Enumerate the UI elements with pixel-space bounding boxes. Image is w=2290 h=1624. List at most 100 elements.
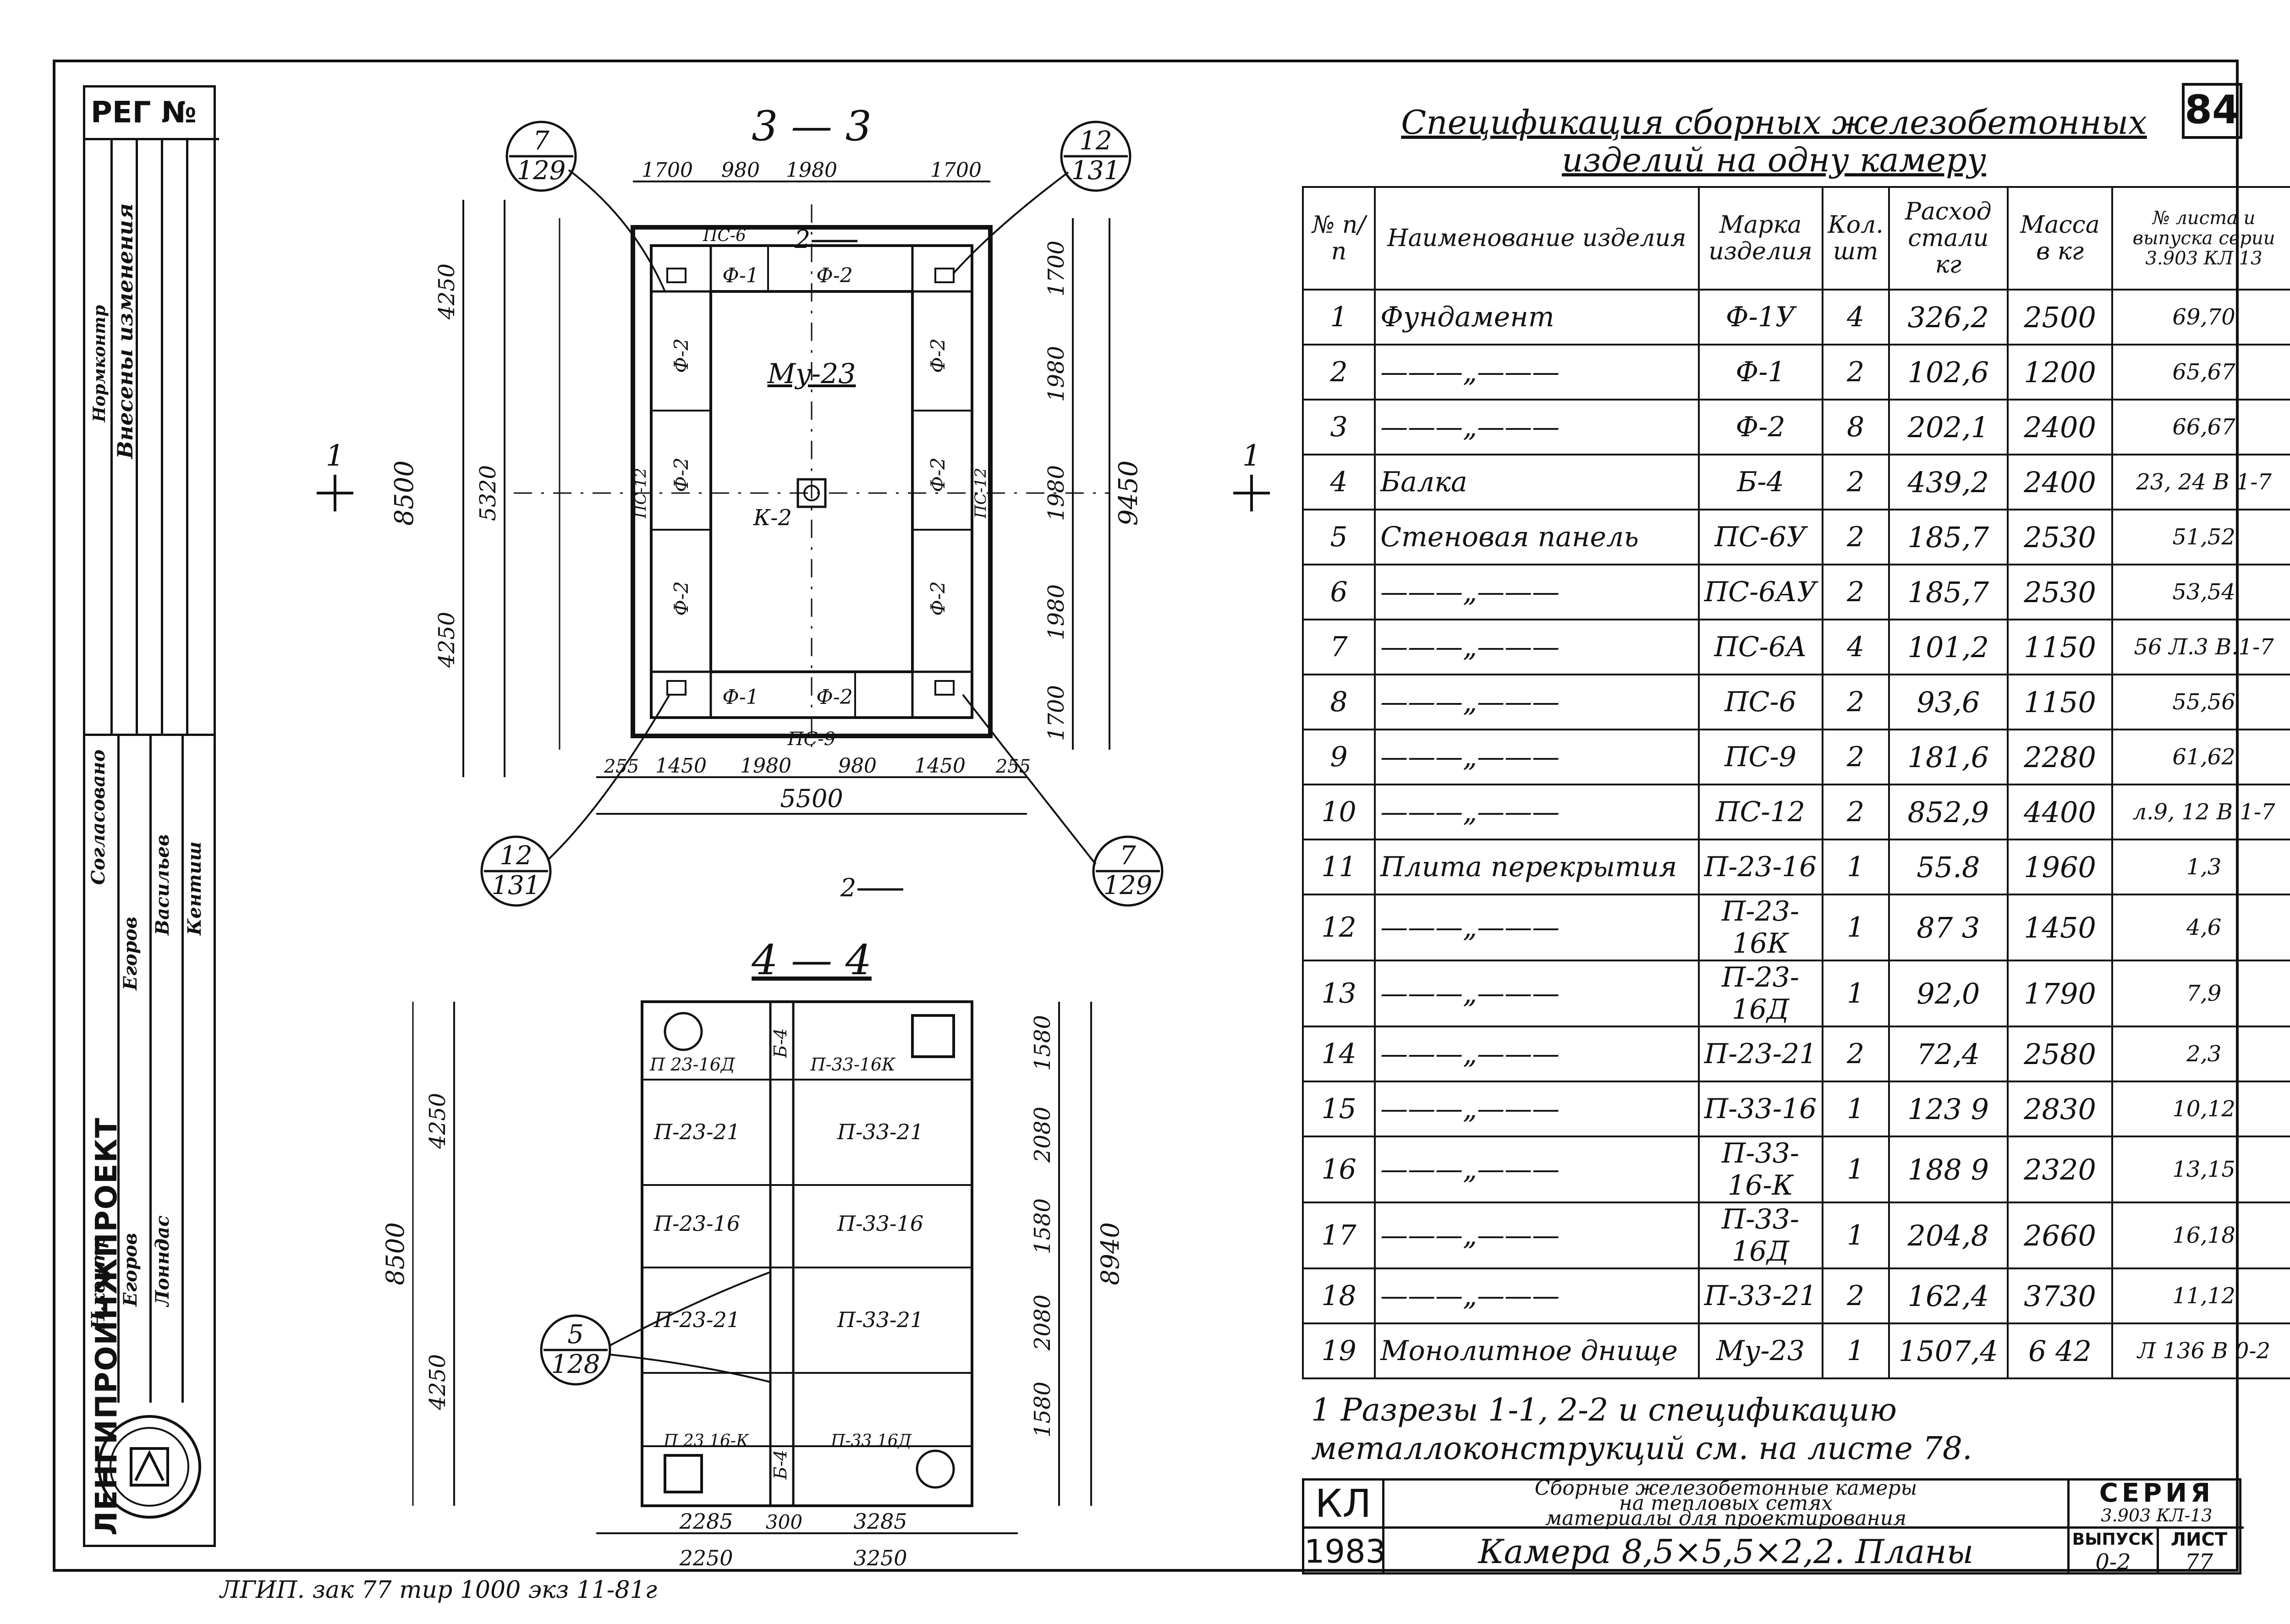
cell-steel: 852,9 [1888,784,2009,840]
cell-num: 7 [1302,619,1376,675]
callout-4-top: 7 [1120,841,1136,871]
page-number: 84 [2182,83,2242,139]
dim-right-1: 1700 [1043,241,1069,296]
dim-right-5: 1700 [1043,685,1069,741]
plan33-section-right: 1 [1242,439,1261,473]
dim-bot-3: 1980 [740,754,791,778]
cell-qty: 2 [1821,674,1890,730]
tb-vypusk-label: ВЫПУСК [2072,1530,2154,1549]
beam-1: Б-4 [770,1028,791,1059]
callout-1-top: 7 [533,126,549,156]
cell-steel: 92,0 [1888,960,2009,1027]
cell-steel: 326,2 [1888,289,2009,346]
cell-mark: ПС-12 [1697,784,1823,840]
cell-name: ———„——— [1374,619,1700,675]
reg-label: РЕГ № [85,88,219,140]
cell-num: 5 [1302,509,1376,565]
cell-name: Монолитное днище [1374,1322,1700,1379]
tb-desc1: Сборные железобетонные камеры [1534,1476,1917,1500]
th-steel: Расход стали кг [1888,186,2009,291]
dim-right-3: 1980 [1043,465,1069,521]
cell-num: 12 [1302,894,1376,961]
cell-name: ———„——— [1374,674,1700,730]
beam-2: Б-4 [770,1450,791,1480]
dim-right-total: 9450 [1114,461,1143,526]
slab-r5: П-33 16Д [830,1432,912,1450]
dim44-total: 8940 [1096,1222,1125,1285]
cell-sheet: 56 Л.3 В.1-7 [2111,619,2290,675]
tb-year: 1983 [1304,1533,1386,1570]
cell-steel: 185,7 [1888,564,2009,620]
cell-mass: 1790 [2006,960,2114,1027]
cell-mass: 2830 [2006,1081,2114,1137]
plan33-total-width: 5500 [780,784,843,813]
label-ps6-top: ПС-6 [703,226,746,245]
cell-name: Фундамент [1374,289,1700,346]
cell-qty: 4 [1821,289,1890,346]
cell-qty: 1 [1821,1081,1890,1137]
tb-desc3: материалы для проектирования [1545,1507,1907,1530]
cell-mark: П-23-16К [1697,894,1823,961]
cell-mark: П-33-16Д [1697,1202,1823,1269]
dim44-r3: 1580 [1030,1198,1055,1254]
cell-sheet: л.9, 12 В 1-7 [2111,784,2290,840]
tb-title: Камера 8,5×5,5×2,2. Планы [1478,1532,1974,1571]
dim44-b2: 300 [766,1511,802,1533]
slab-r3: П-33-16 [837,1211,923,1236]
cell-sheet: 69,70 [2111,289,2290,346]
th-mass: Масса в кг [2006,186,2114,291]
cell-name: Плита перекрытия [1374,839,1700,895]
dim44-r4: 2080 [1030,1295,1055,1351]
slab-r4: П-33-21 [837,1307,923,1332]
slab-l1: П 23-16Д [649,1054,736,1075]
cell-qty: 2 [1821,509,1890,565]
cell-steel: 185,7 [1888,509,2009,565]
cell-mark: Ф-1У [1697,289,1823,346]
cell-sheet: 4,6 [2111,894,2290,961]
callout-1-bottom: 129 [517,156,566,186]
cell-sheet: 53,54 [2111,564,2290,620]
label-f1-top: Ф-1 [722,264,758,287]
slab-l4: П-23-21 [654,1307,740,1332]
cell-steel: 87 3 [1888,894,2009,961]
dim-right-4: 1980 [1043,584,1069,640]
dim-left-3: 4250 [434,612,460,668]
cell-num: 14 [1302,1026,1376,1082]
cell-mass: 2400 [2006,399,2114,455]
cell-name: ———„——— [1374,960,1700,1027]
cell-mass: 2660 [2006,1202,2114,1269]
tb-code: КЛ [1304,1481,1382,1529]
cell-mass: 3730 [2006,1267,2114,1324]
cell-num: 16 [1302,1136,1376,1203]
cell-num: 15 [1302,1081,1376,1137]
dim44-b3: 3285 [853,1509,907,1534]
cell-name: ———„——— [1374,1136,1700,1203]
tb-seria: 3.903 КЛ-13 [2101,1505,2213,1525]
cell-qty: 1 [1821,1322,1890,1379]
callout-5-bottom: 128 [551,1350,600,1379]
plan33-cut-top: 2 [794,225,810,254]
cell-qty: 1 [1821,1136,1890,1203]
cell-qty: 4 [1821,619,1890,675]
cell-steel: 188 9 [1888,1136,2009,1203]
dim44-l2: 8500 [381,1222,410,1285]
plan33-well-label: К-2 [753,505,792,531]
spec-header-row: № п/п Наименование изделия Марка изделия… [1302,186,2290,291]
tb-list-label: ЛИСТ [2170,1529,2228,1550]
cell-mark: Ф-1 [1697,344,1823,401]
cell-steel: 202,1 [1888,399,2009,455]
cell-qty: 2 [1821,454,1890,510]
plan33-center-label: Му-23 [767,358,856,390]
cell-mass: 2530 [2006,509,2114,565]
cell-mass: 2500 [2006,289,2114,346]
name-1: Егоров [120,916,141,990]
label-side-f2-1: Ф-2 [670,338,692,373]
dim-top-1: 1700 [642,159,693,182]
th-num: № п/п [1302,186,1376,291]
cell-num: 13 [1302,960,1376,1027]
